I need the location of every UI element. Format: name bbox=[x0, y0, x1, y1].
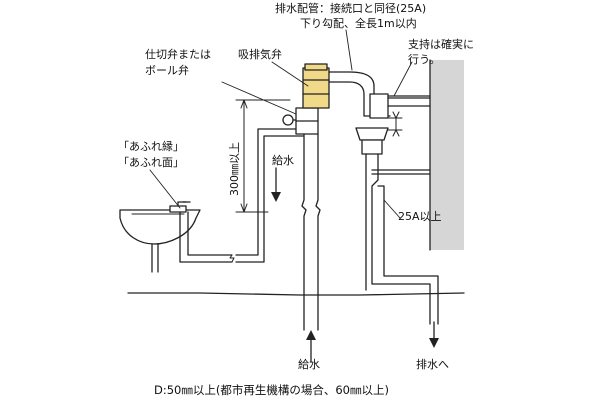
height-label: 300㎜以上 bbox=[228, 142, 241, 196]
drain-pipe bbox=[328, 71, 439, 325]
main-supply-pipe bbox=[301, 133, 321, 331]
drain-out-label: 排水へ bbox=[416, 358, 449, 371]
d-dimension bbox=[387, 111, 403, 137]
basin-supply-pipe bbox=[179, 128, 304, 263]
valve-label-line2: ボール弁 bbox=[145, 64, 189, 77]
arrow-supply-mid bbox=[271, 167, 281, 202]
arrow-drain-out bbox=[429, 321, 439, 348]
arrow-supply-bottom bbox=[306, 330, 316, 363]
wall bbox=[429, 59, 464, 251]
overflow-label-line1: 「あふれ縁」 bbox=[118, 140, 184, 153]
supply-mid-label: 給水 bbox=[272, 154, 294, 167]
air-valve-label: 吸排気弁 bbox=[238, 48, 282, 61]
supply-bottom-label: 給水 bbox=[298, 358, 320, 371]
overflow-label-line2: 「あふれ面」 bbox=[118, 156, 184, 169]
floor-line bbox=[127, 292, 465, 296]
valve-label-line1: 仕切弁または bbox=[145, 48, 211, 61]
support-label-line1: 支持は確実に bbox=[408, 38, 474, 51]
drain-pipe-label-line2: 下り勾配、全長1m以内 bbox=[300, 17, 417, 30]
caption: D:50㎜以上(都市再生機構の場合、60㎜以上) bbox=[154, 383, 389, 397]
support-label-line2: 行う。 bbox=[408, 53, 441, 66]
pipe-size-label: 25A以上 bbox=[398, 210, 442, 223]
leader-lines bbox=[149, 29, 413, 219]
drain-pipe-label-line1: 排水配管：接続口と同径(25A) bbox=[275, 2, 427, 15]
shutoff-valve bbox=[282, 107, 319, 135]
air-valve bbox=[302, 63, 330, 109]
